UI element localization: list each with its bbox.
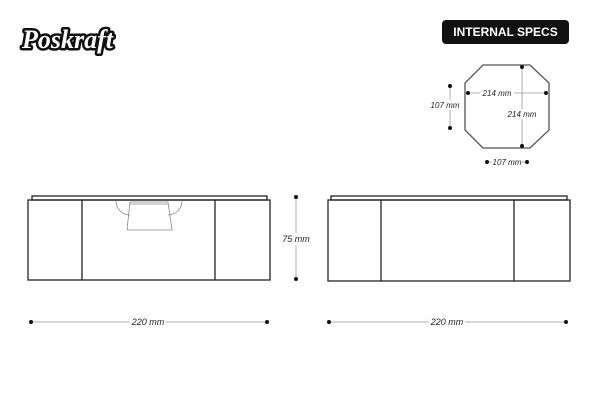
corner-height-label: 107 mm	[431, 101, 460, 110]
internal-width-label: 214 mm	[482, 89, 512, 98]
internal-top-view: 214 mm 214 mm 107 mm 107 mm	[430, 64, 550, 167]
back-width-label: 220 mm	[430, 317, 464, 327]
height-label: 75 mm	[282, 234, 310, 244]
front-width-label: 220 mm	[131, 317, 165, 327]
back-view: 220 mm	[327, 195, 571, 328]
svg-text:INTERNAL SPECS: INTERNAL SPECS	[453, 25, 557, 39]
svg-text:Poskraft: Poskraft	[21, 25, 114, 54]
internal-specs-badge: INTERNAL SPECS	[442, 20, 569, 44]
corner-width-label: 107 mm	[493, 158, 522, 167]
poskraft-logo: Poskraft	[19, 23, 117, 57]
front-view: 75 mm 220 mm	[27, 195, 312, 328]
pull-tab	[126, 201, 173, 231]
internal-depth-label: 214 mm	[507, 110, 537, 119]
